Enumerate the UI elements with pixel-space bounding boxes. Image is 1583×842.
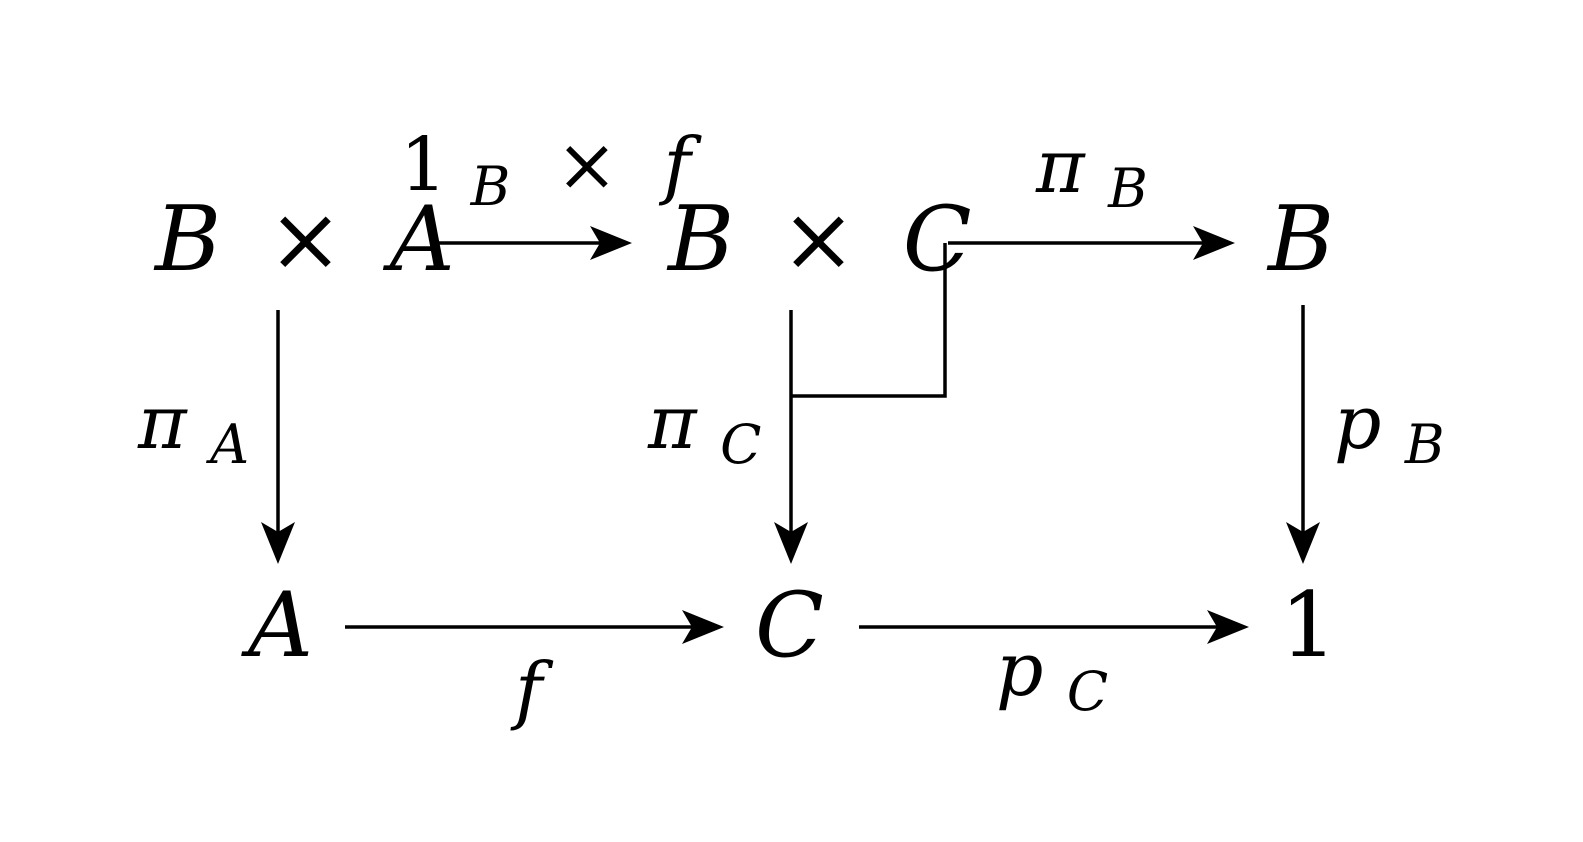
arrowhead-one-b-times-f (590, 226, 632, 260)
object-b: B (1266, 187, 1334, 292)
object-c: C (755, 573, 824, 678)
label-pi-c: π C (647, 380, 762, 476)
label-one-b-times-f-sub: B (470, 155, 511, 218)
label-pi-c-sub: C (720, 413, 761, 476)
label-p-c-sub: C (1067, 660, 1108, 723)
label-p-c: p C (996, 627, 1108, 723)
object-b-times-a-left: B (153, 187, 221, 292)
object-b-times-c-left: B (666, 187, 734, 292)
object-b-times-c-op: × (781, 187, 856, 292)
arrowhead-p-b (1286, 522, 1320, 564)
label-one-b-times-f-op: × (556, 122, 618, 208)
object-one: 1 (1280, 573, 1337, 678)
label-pi-c-base: π (647, 380, 698, 466)
label-pi-b-base: π (1035, 124, 1086, 210)
label-pi-b-sub: B (1107, 157, 1148, 220)
object-b-times-a: B × A (153, 187, 455, 292)
arrowhead-p-c (1207, 610, 1249, 644)
label-pi-a-sub: A (205, 413, 249, 476)
arrowhead-pi-c (774, 522, 808, 564)
object-b-times-a-op: × (268, 187, 343, 292)
arrowhead-f (682, 610, 724, 644)
object-a: A (241, 573, 313, 678)
object-b-times-c: B × C (666, 187, 972, 292)
label-p-b-base: p (1334, 380, 1381, 466)
arrowhead-pi-a (261, 522, 295, 564)
label-one-b-times-f-base: 1 (400, 122, 447, 208)
object-b-times-c-right: C (903, 187, 972, 292)
pullback-corner-mark (791, 243, 947, 398)
object-b-times-a-right: A (383, 187, 455, 292)
label-p-c-base: p (996, 627, 1043, 713)
label-f: f (510, 647, 554, 733)
label-pi-a-base: π (137, 380, 188, 466)
label-pi-b: π B (1035, 124, 1148, 220)
label-one-b-times-f: 1 B × f (400, 122, 702, 223)
label-pi-a: π A (137, 380, 249, 476)
label-p-b-sub: B (1404, 413, 1445, 476)
label-p-b: p B (1334, 380, 1445, 476)
arrowhead-pi-b (1193, 226, 1235, 260)
